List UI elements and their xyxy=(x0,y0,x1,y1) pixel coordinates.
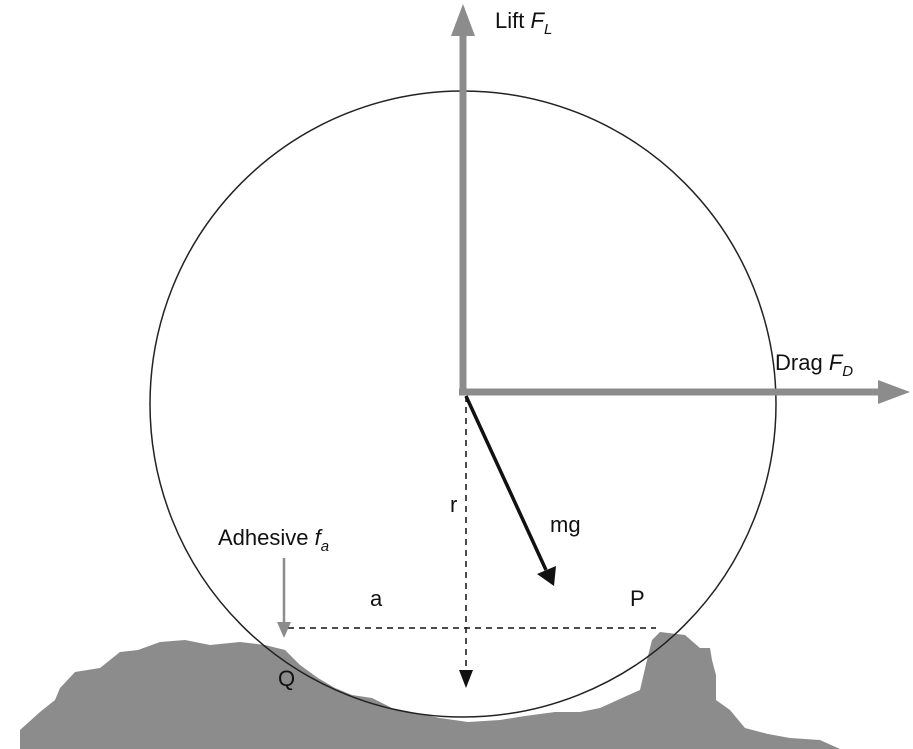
adhesive-arrow xyxy=(277,558,291,638)
lift-arrow xyxy=(451,4,475,392)
drag-label: Drag FD xyxy=(775,350,853,380)
drag-arrow xyxy=(459,380,910,404)
radius-label: r xyxy=(450,492,457,517)
contact-half-width-label: a xyxy=(370,586,383,611)
adhesive-label: Adhesive fa xyxy=(218,525,329,555)
point-q-label: Q xyxy=(278,666,295,691)
weight-arrow xyxy=(464,395,556,586)
radius-line xyxy=(459,396,473,688)
lift-label: Lift FL xyxy=(495,8,552,38)
weight-label: mg xyxy=(550,512,581,537)
rough-surface xyxy=(20,632,840,749)
point-p-label: P xyxy=(630,586,645,611)
